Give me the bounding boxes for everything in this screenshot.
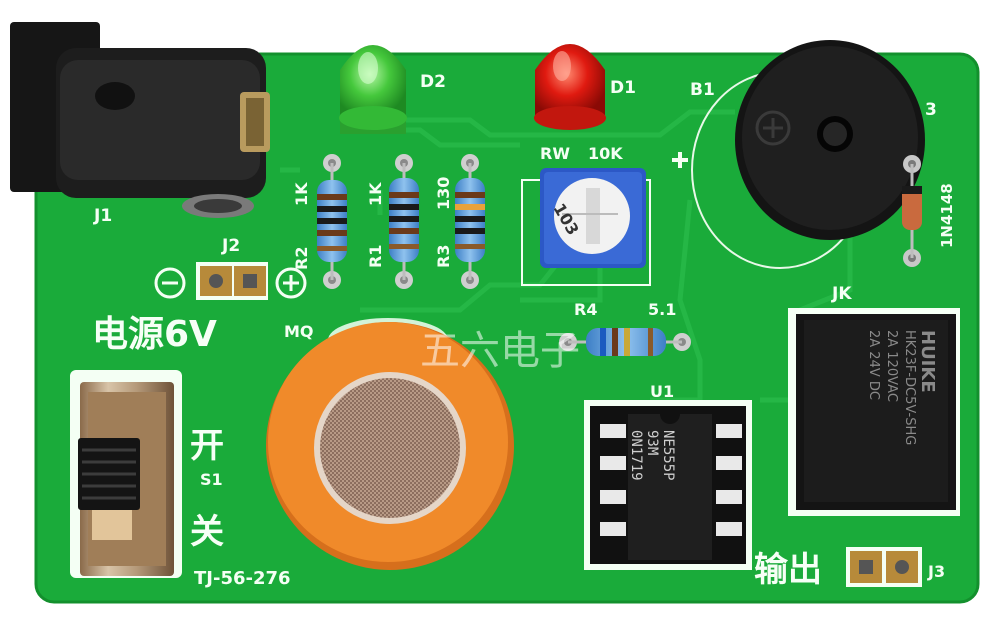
label-board-id: TJ-56-276 xyxy=(194,568,291,589)
label-rw: RW xyxy=(540,144,570,163)
label-r1-value: 1K xyxy=(366,182,385,206)
resistor-r3 xyxy=(455,154,485,289)
dc-jack-j1 xyxy=(10,22,270,218)
buzzer-b1 xyxy=(672,40,925,269)
label-r2-value: 1K xyxy=(292,182,311,206)
header-j2 xyxy=(154,262,307,300)
label-j1: J1 xyxy=(94,206,113,226)
label-diode-part: 1N4148 xyxy=(938,183,956,248)
label-r1: R1 xyxy=(366,244,385,268)
label-power: 电源6V xyxy=(92,314,217,355)
label-u1: U1 xyxy=(650,382,675,401)
ic-u1 xyxy=(584,400,752,570)
label-jk: JK xyxy=(832,284,852,304)
chip-line-2: 93M xyxy=(644,430,660,456)
relay-rating-1: 2A 120VAC xyxy=(884,330,899,402)
resistor-r2 xyxy=(317,154,347,289)
label-mq: MQ xyxy=(284,322,314,341)
resistor-r1 xyxy=(389,154,419,289)
watermark: 五六电子 xyxy=(420,328,580,374)
label-r3-value: 130 xyxy=(434,176,453,210)
chip-marking: NE555P 93M 0N1719 xyxy=(628,430,676,481)
label-switch-off: 关 xyxy=(190,512,224,552)
chip-line-1: NE555P xyxy=(660,430,676,481)
label-r4: R4 xyxy=(574,300,598,319)
relay-brand: HUIKE xyxy=(917,330,938,393)
diode-d3 xyxy=(902,155,922,267)
label-s1: S1 xyxy=(200,470,223,489)
led-d2-green xyxy=(339,45,407,134)
label-j3: J3 xyxy=(928,562,946,581)
relay-model: HK23F-DC5V-SHG xyxy=(902,330,917,446)
label-r3: R3 xyxy=(434,244,453,268)
label-b1: B1 xyxy=(690,80,715,100)
relay-marking: HUIKE HK23F-DC5V-SHG 2A 120VAC 2A 24V DC xyxy=(864,330,938,446)
gas-sensor-mq xyxy=(266,318,514,570)
label-rw-value: 10K xyxy=(588,144,623,163)
relay-rating-2: 2A 24V DC xyxy=(866,330,881,400)
chip-line-3: 0N1719 xyxy=(628,430,644,481)
relay-jk xyxy=(788,308,960,516)
resistor-r4 xyxy=(559,328,691,356)
label-d3-suffix: 3 xyxy=(925,100,937,120)
label-switch-on: 开 xyxy=(190,426,224,466)
label-d1: D1 xyxy=(610,78,636,98)
label-r2: R2 xyxy=(292,246,311,270)
label-d2: D2 xyxy=(420,72,446,92)
potentiometer-rw xyxy=(521,168,651,286)
label-j2: J2 xyxy=(222,236,241,256)
header-j3 xyxy=(846,547,922,587)
led-d1-red xyxy=(534,44,606,130)
slide-switch-s1 xyxy=(70,370,182,578)
label-output: 输出 xyxy=(754,550,822,590)
pcb-traces xyxy=(280,109,853,410)
label-r4-value: 5.1 xyxy=(648,300,677,319)
